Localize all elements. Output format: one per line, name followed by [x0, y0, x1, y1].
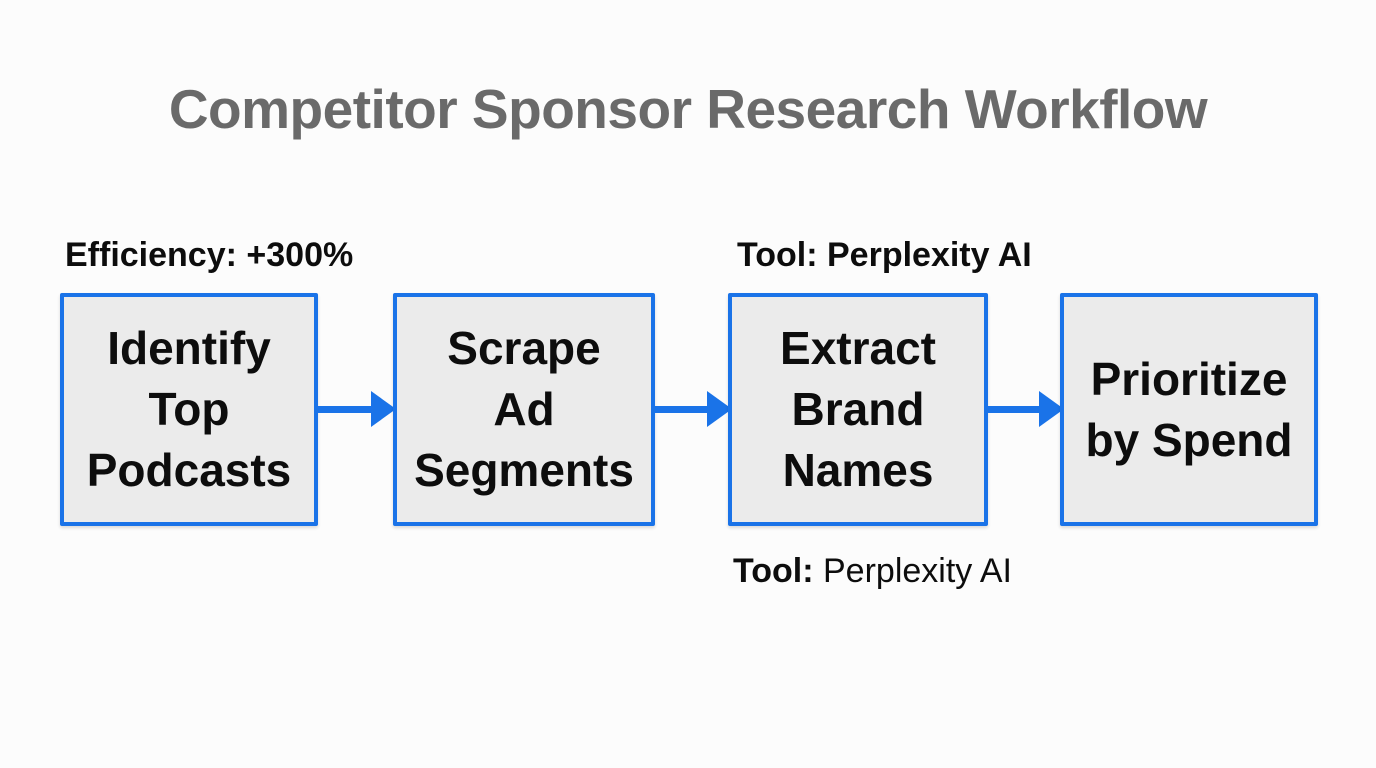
- tool-annotation-bottom-label: Tool:: [733, 552, 814, 590]
- flow-step-label-line: Segments: [414, 443, 634, 496]
- arrow-head: [371, 391, 396, 427]
- flow-step-label-line: Brand: [791, 383, 925, 436]
- flow-step-label-line: Ad: [493, 383, 555, 436]
- flow-step-label-line: Podcasts: [86, 443, 292, 496]
- flow-arrow-icon: [651, 391, 732, 427]
- flow-arrow-icon: [984, 391, 1064, 427]
- tool-annotation-bottom: Tool: Perplexity AI: [733, 554, 1012, 588]
- flow-step-extract-brand-names: Extract Brand Names: [728, 293, 988, 526]
- page-title: Competitor Sponsor Research Workflow: [168, 78, 1208, 140]
- tool-annotation-bottom-value: Perplexity AI: [813, 552, 1012, 590]
- arrow-shaft: [314, 405, 372, 413]
- flow-step-label-line: Prioritize: [1090, 352, 1288, 405]
- flow-step-label-line: Extract: [780, 322, 936, 375]
- arrow-shaft: [651, 405, 708, 413]
- flow-step-label-line: Top: [148, 383, 230, 436]
- arrow-head: [707, 391, 732, 427]
- flow-step-identify-top-podcasts: Identify Top Podcasts: [60, 293, 318, 526]
- flow-step-label-line: Scrape: [447, 322, 601, 375]
- flow-step-label-line: Identify: [107, 322, 271, 375]
- flow-arrow-icon: [314, 391, 396, 427]
- flow-step-label-line: by Spend: [1085, 413, 1293, 466]
- flow-step-scrape-ad-segments: Scrape Ad Segments: [393, 293, 655, 526]
- efficiency-annotation: Efficiency: +300%: [65, 236, 354, 274]
- flow-step-label-line: Names: [782, 443, 934, 496]
- arrow-shaft: [984, 405, 1040, 413]
- flow-step-prioritize-by-spend: Prioritize by Spend: [1060, 293, 1318, 526]
- tool-annotation-top: Tool: Perplexity AI: [737, 236, 1032, 274]
- arrow-head: [1039, 391, 1064, 427]
